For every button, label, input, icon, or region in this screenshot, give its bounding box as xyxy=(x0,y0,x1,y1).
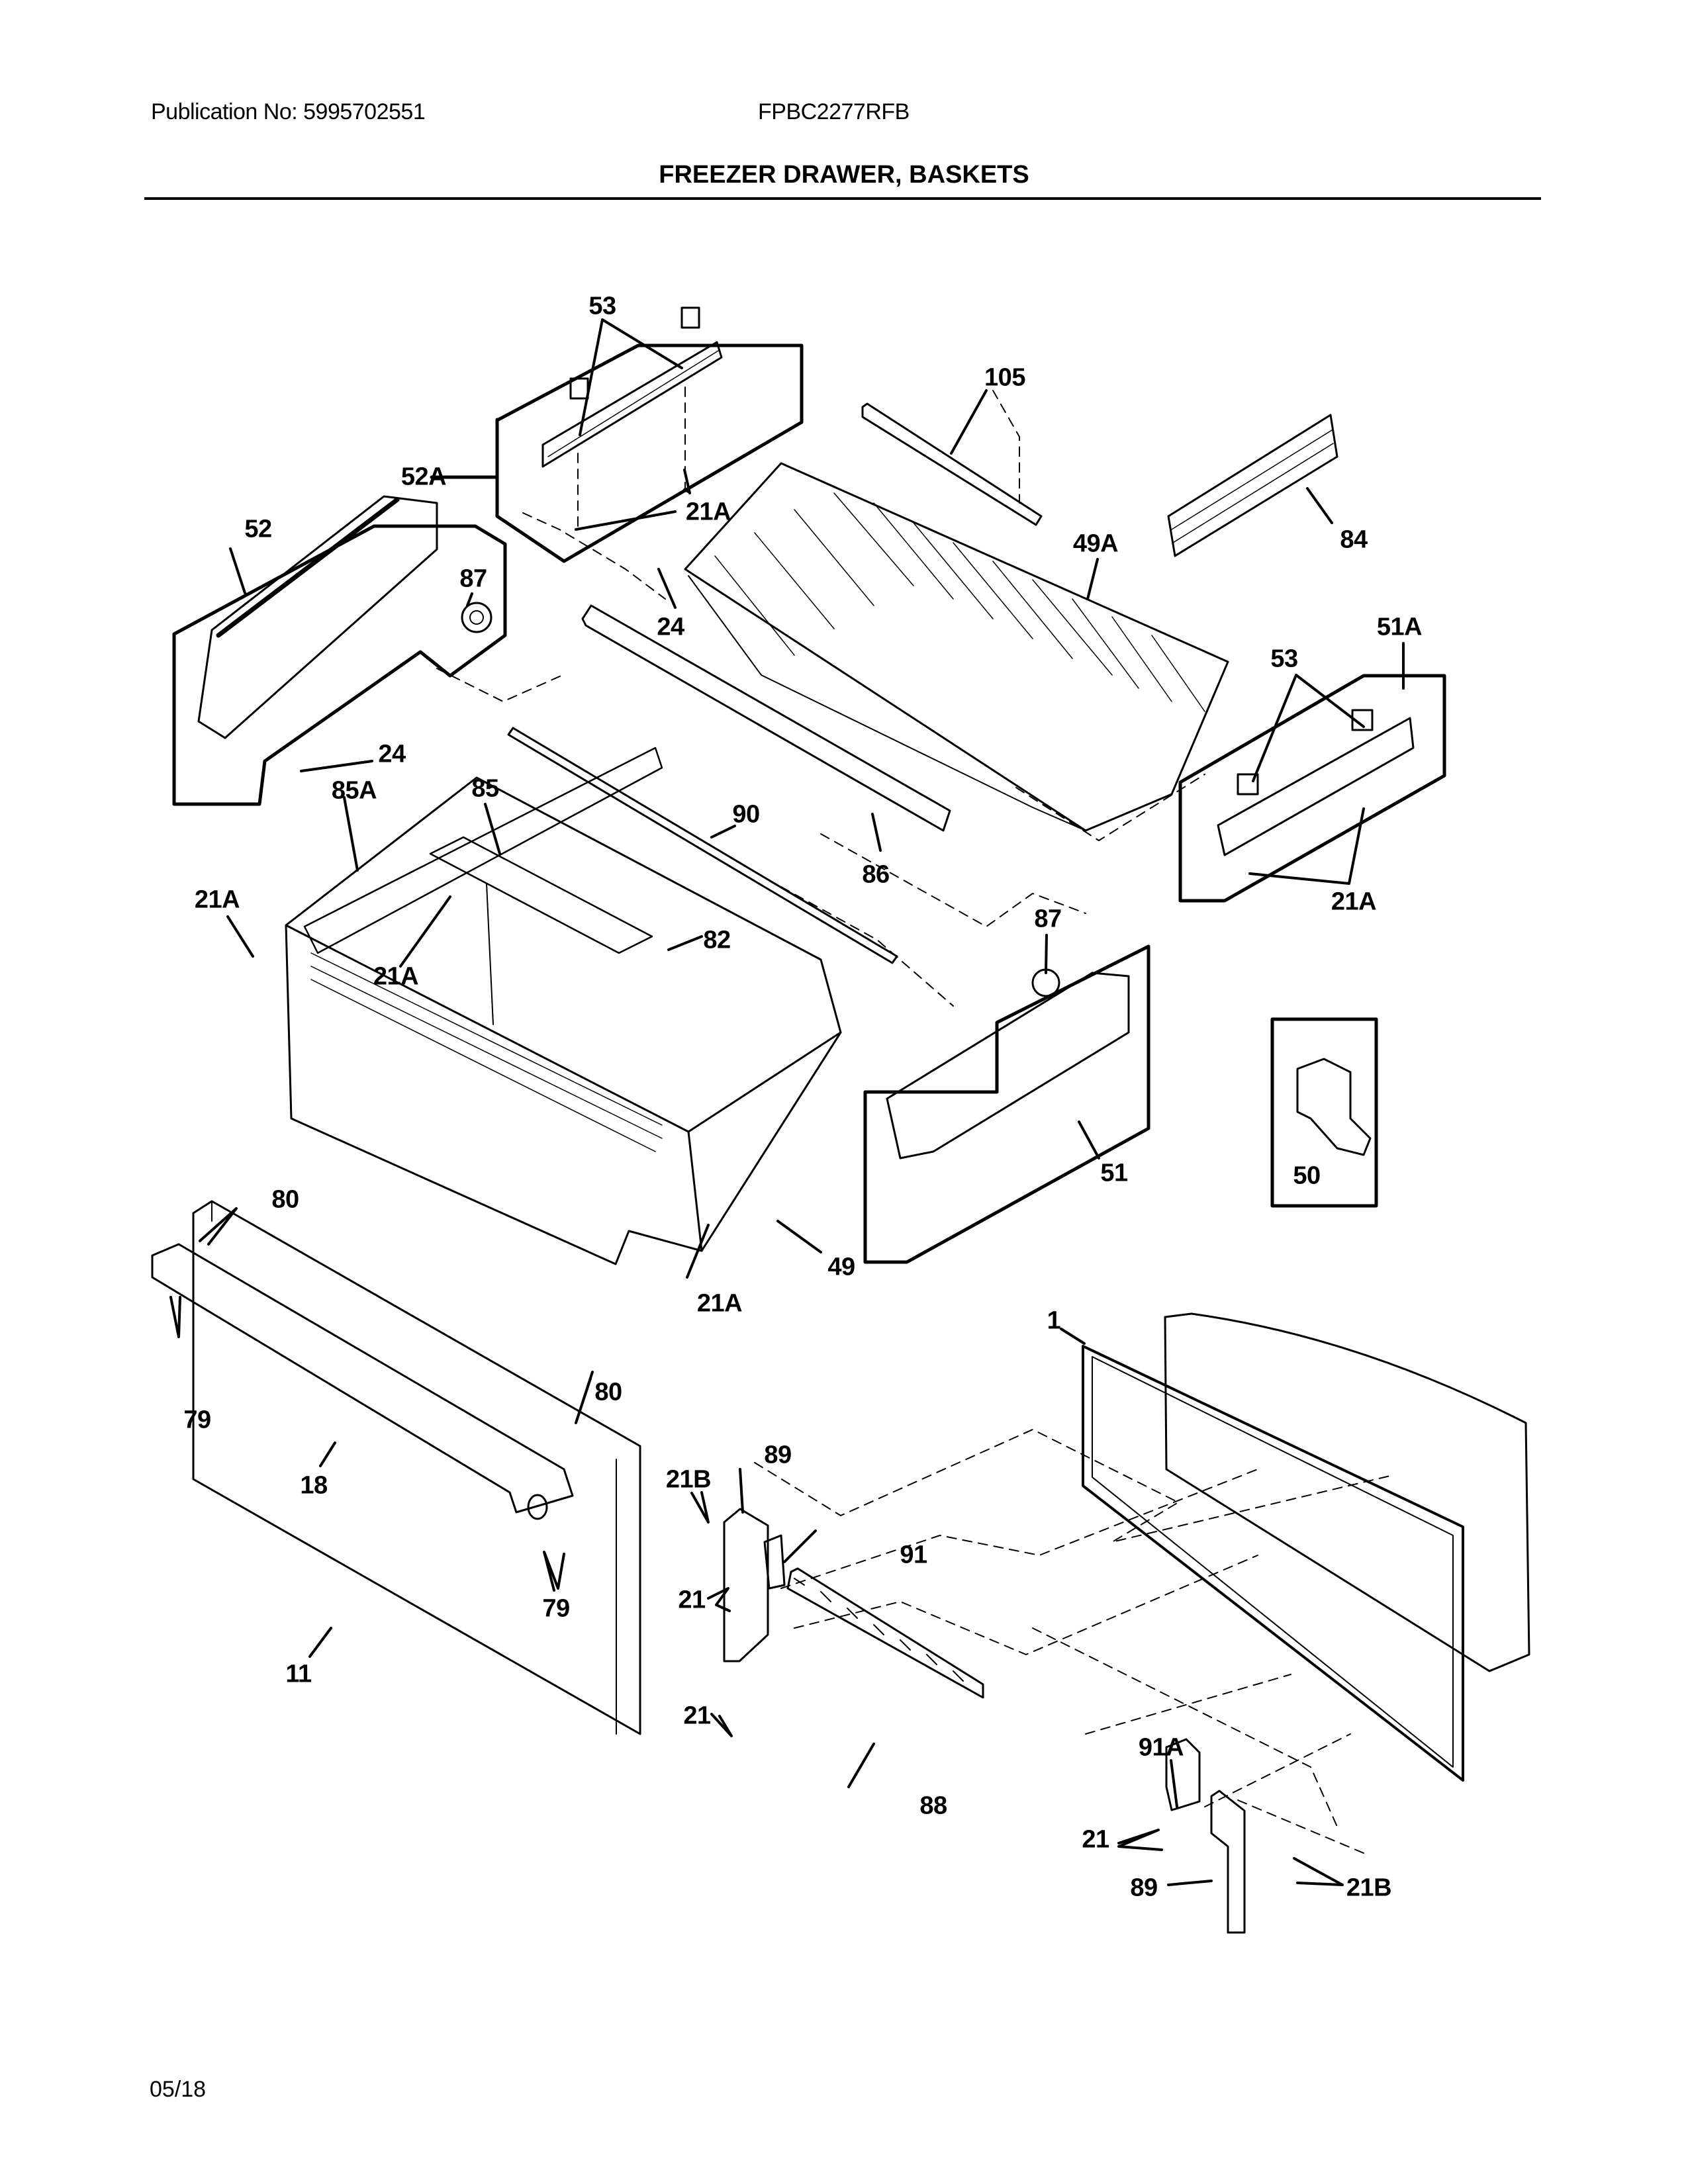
callout-51A: 51A xyxy=(1376,613,1423,641)
trim-strip-105 xyxy=(861,402,1043,526)
handle-18 xyxy=(151,1243,574,1520)
publication-number: Publication No: 5995702551 xyxy=(151,99,426,124)
leaders-basket xyxy=(226,796,822,1279)
callout-21: 21 xyxy=(683,1702,711,1730)
leader-49A xyxy=(1086,558,1099,600)
leaders-51A xyxy=(1248,642,1405,885)
leaders-51 xyxy=(1045,934,1100,1160)
callout-21A: 21A xyxy=(685,498,731,526)
wire-divider-84 xyxy=(1167,414,1338,557)
leaders-front xyxy=(169,1207,594,1658)
callout-21A: 21A xyxy=(194,886,240,914)
door-liner xyxy=(1164,1312,1530,1672)
header-divider xyxy=(144,197,1541,200)
drawer-basket-49 xyxy=(285,747,842,1265)
gasket-1 xyxy=(1082,1345,1464,1782)
model-number: FPBC2277RFB xyxy=(758,99,910,124)
callout-87: 87 xyxy=(459,565,487,593)
callout-49: 49 xyxy=(827,1253,855,1281)
group-outline-52A xyxy=(430,343,804,563)
callout-79: 79 xyxy=(542,1594,570,1623)
callout-86: 86 xyxy=(862,860,890,889)
callout-21A: 21A xyxy=(696,1289,743,1318)
callout-53: 53 xyxy=(1270,645,1298,673)
group-outline-51 xyxy=(863,944,1150,1264)
page-title: FREEZER DRAWER, BASKETS xyxy=(659,161,1029,189)
dashed-guides xyxy=(436,387,1391,1854)
callout-80: 80 xyxy=(271,1185,299,1214)
leader-84 xyxy=(1306,487,1333,524)
bracket-50 xyxy=(1296,1058,1372,1156)
callout-24: 24 xyxy=(657,613,684,641)
callout-85A: 85A xyxy=(331,776,377,805)
bracket-block-91 xyxy=(763,1534,786,1590)
callout-87: 87 xyxy=(1034,905,1062,933)
callout-52A: 52A xyxy=(400,463,447,491)
callout-21B: 21B xyxy=(665,1465,712,1494)
rod-90 xyxy=(507,727,898,964)
callout-50: 50 xyxy=(1293,1161,1321,1190)
slide-rail-top xyxy=(541,306,723,468)
callout-90: 90 xyxy=(732,800,760,829)
callout-11: 11 xyxy=(285,1660,312,1688)
callout-21: 21 xyxy=(1082,1825,1109,1854)
callout-80: 80 xyxy=(594,1378,622,1406)
callout-89: 89 xyxy=(764,1441,792,1469)
callout-21A: 21A xyxy=(373,962,419,991)
callout-53: 53 xyxy=(588,292,616,320)
group-outline-51A xyxy=(1178,674,1446,903)
callout-21: 21 xyxy=(678,1586,706,1614)
mounting-bracket-89-left xyxy=(723,1508,769,1662)
callout-21A: 21A xyxy=(1331,887,1377,916)
callout-88: 88 xyxy=(919,1792,947,1820)
callout-24: 24 xyxy=(378,740,406,768)
bracket-block-91A xyxy=(1165,1738,1201,1811)
drawer-front-panel-11 xyxy=(192,1200,641,1735)
wire-rack-88 xyxy=(786,1567,984,1699)
leader-1 xyxy=(1060,1328,1086,1345)
inset-box-50 xyxy=(1270,1017,1378,1208)
slide-rail-51 xyxy=(886,968,1130,1160)
cross-rail-86 xyxy=(581,604,951,852)
callout-89: 89 xyxy=(1130,1874,1158,1902)
leaders-bottom xyxy=(690,1468,1344,1886)
wire-basket-49A xyxy=(684,462,1229,832)
revision-date: 05/18 xyxy=(150,2077,207,2102)
leader-105 xyxy=(950,389,988,455)
slide-rail-51A xyxy=(1217,709,1415,856)
callout-1: 1 xyxy=(1047,1306,1061,1335)
callout-21B: 21B xyxy=(1346,1874,1392,1902)
callout-82: 82 xyxy=(703,926,731,954)
callout-105: 105 xyxy=(984,363,1025,392)
callout-84: 84 xyxy=(1340,525,1368,554)
callout-52: 52 xyxy=(244,515,272,543)
callout-51: 51 xyxy=(1100,1159,1128,1187)
callout-91: 91 xyxy=(900,1541,927,1569)
leaders-left xyxy=(229,547,677,772)
callout-79: 79 xyxy=(183,1406,211,1434)
callout-85: 85 xyxy=(471,774,499,803)
group-outline-52 xyxy=(172,524,507,806)
slide-rail-left-52 xyxy=(197,495,492,739)
callout-18: 18 xyxy=(300,1471,328,1500)
mounting-bracket-89-right xyxy=(1210,1790,1246,1934)
callout-49A: 49A xyxy=(1072,529,1119,558)
callout-91A: 91A xyxy=(1138,1733,1184,1762)
